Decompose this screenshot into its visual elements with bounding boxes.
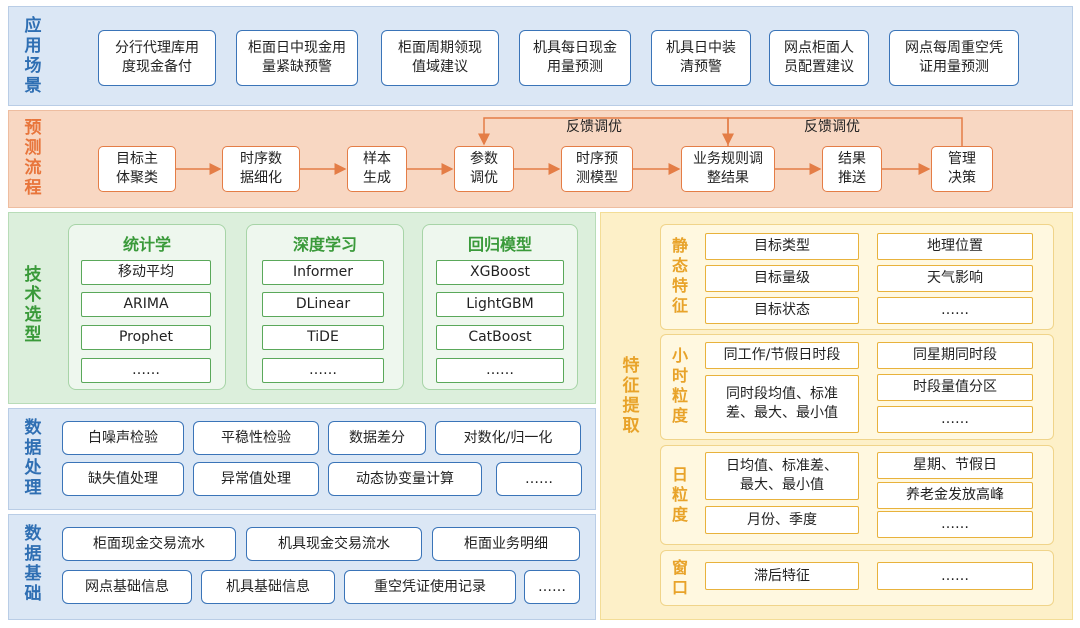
- hour-left-2: 同时段均值、标准差、最大、最小值: [705, 375, 859, 433]
- process-band: [8, 110, 1073, 208]
- feature-hour-label: 小时粒度: [671, 346, 688, 425]
- app-card-1: 分行代理库用度现金备付: [98, 30, 216, 86]
- tech-stat-item-2: ARIMA: [81, 292, 211, 317]
- tech-reg-item-2: LightGBM: [436, 292, 564, 317]
- tech-deep-item-3: TiDE: [262, 325, 384, 350]
- tech-panel-stat-title: 统计学: [122, 235, 171, 254]
- tech-deep-item-2: DLinear: [262, 292, 384, 317]
- hour-right-1: 同星期同时段: [877, 342, 1033, 369]
- dataproc-item-2: 平稳性检验: [193, 421, 319, 455]
- database-item-3: 柜面业务明细: [432, 527, 580, 561]
- process-step-3: 样本生成: [347, 146, 407, 192]
- tech-stat-item-3: Prophet: [81, 325, 211, 350]
- static-right-3: ……: [877, 297, 1033, 324]
- hour-left-1: 同工作/节假日时段: [705, 342, 859, 369]
- day-right-3: ……: [877, 511, 1033, 538]
- app-card-5: 机具日中装清预警: [651, 30, 751, 86]
- database-item-6: 重空凭证使用记录: [344, 570, 516, 604]
- process-step-8: 管理决策: [931, 146, 993, 192]
- hour-right-3: ……: [877, 406, 1033, 433]
- window-left-1: 滞后特征: [705, 562, 859, 590]
- dataproc-item-4: 对数化/归一化: [435, 421, 581, 455]
- tech-panel-deep-title: 深度学习: [292, 235, 357, 254]
- tech-label: 技术选型: [24, 265, 42, 345]
- application-label: 应用场景: [24, 16, 42, 96]
- feature-day-label: 日粒度: [671, 465, 688, 524]
- dataproc-item-7: 动态协变量计算: [328, 462, 482, 496]
- static-left-2: 目标量级: [705, 265, 859, 292]
- hour-right-2: 时段量值分区: [877, 374, 1033, 401]
- process-step-5: 时序预测模型: [561, 146, 633, 192]
- static-right-1: 地理位置: [877, 233, 1033, 260]
- app-card-2: 柜面日中现金用量紧缺预警: [236, 30, 358, 86]
- dataproc-item-3: 数据差分: [328, 421, 426, 455]
- feedback-label-2: 反馈调优: [804, 119, 860, 135]
- database-label: 数据基础: [24, 524, 42, 604]
- database-item-5: 机具基础信息: [201, 570, 335, 604]
- dataproc-item-5: 缺失值处理: [62, 462, 184, 496]
- day-right-2: 养老金发放高峰: [877, 482, 1033, 509]
- tech-stat-item-4: ……: [81, 358, 211, 383]
- process-step-6: 业务规则调整结果: [681, 146, 775, 192]
- database-item-4: 网点基础信息: [62, 570, 192, 604]
- tech-stat-item-1: 移动平均: [81, 260, 211, 285]
- dataproc-item-8: ……: [496, 462, 582, 496]
- tech-reg-item-1: XGBoost: [436, 260, 564, 285]
- tech-deep-item-4: ……: [262, 358, 384, 383]
- database-item-2: 机具现金交易流水: [246, 527, 422, 561]
- tech-reg-item-3: CatBoost: [436, 325, 564, 350]
- window-right-1: ……: [877, 562, 1033, 590]
- app-card-7: 网点每周重空凭证用量预测: [889, 30, 1019, 86]
- feature-static-label: 静态特征: [671, 236, 688, 315]
- day-left-2: 月份、季度: [705, 506, 859, 534]
- process-step-2: 时序数据细化: [222, 146, 300, 192]
- app-card-4: 机具每日现金用量预测: [519, 30, 631, 86]
- feature-label: 特征提取: [622, 356, 640, 436]
- process-step-4: 参数调优: [454, 146, 514, 192]
- process-step-1: 目标主体聚类: [98, 146, 176, 192]
- feedback-label-1: 反馈调优: [566, 119, 622, 135]
- app-card-6: 网点柜面人员配置建议: [769, 30, 869, 86]
- database-item-7: ……: [524, 570, 580, 604]
- feature-window-label: 窗口: [671, 558, 688, 597]
- tech-reg-item-4: ……: [436, 358, 564, 383]
- dataproc-label: 数据处理: [24, 418, 42, 498]
- tech-deep-item-1: Informer: [262, 260, 384, 285]
- static-left-3: 目标状态: [705, 297, 859, 324]
- process-label: 预测流程: [24, 118, 42, 198]
- dataproc-item-6: 异常值处理: [193, 462, 319, 496]
- static-left-1: 目标类型: [705, 233, 859, 260]
- day-right-1: 星期、节假日: [877, 452, 1033, 479]
- day-left-1: 日均值、标准差、最大、最小值: [705, 452, 859, 500]
- database-item-1: 柜面现金交易流水: [62, 527, 236, 561]
- static-right-2: 天气影响: [877, 265, 1033, 292]
- process-step-7: 结果推送: [822, 146, 882, 192]
- tech-panel-reg-title: 回归模型: [467, 235, 532, 254]
- app-card-3: 柜面周期领现值域建议: [381, 30, 499, 86]
- dataproc-item-1: 白噪声检验: [62, 421, 184, 455]
